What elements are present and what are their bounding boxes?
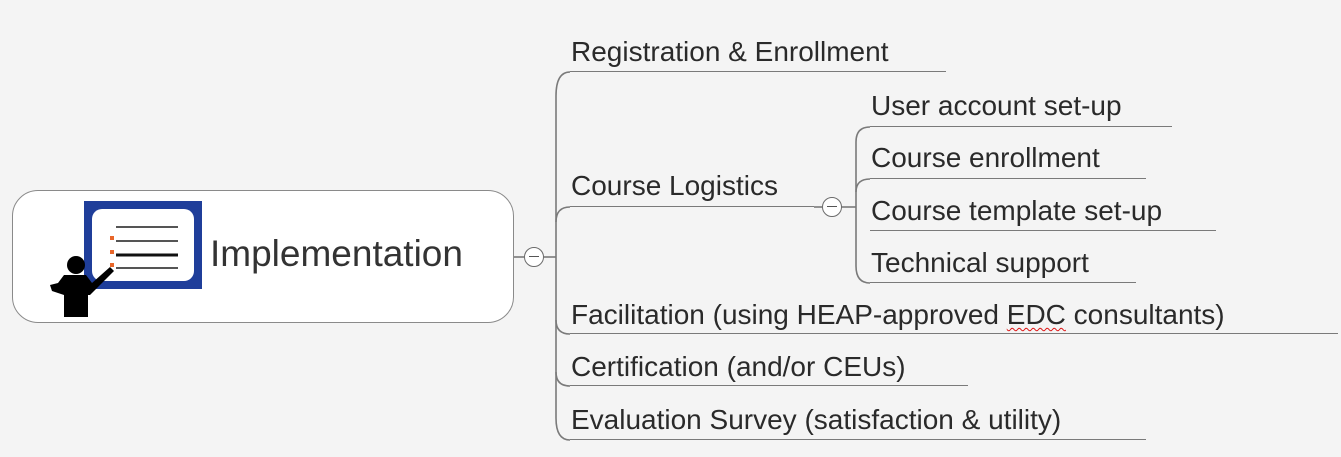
- sub-branch-technical-support[interactable]: Technical support: [871, 247, 1089, 278]
- central-topic-title: Implementation: [210, 233, 463, 274]
- branch-evaluation-survey[interactable]: Evaluation Survey (satisfaction & utilit…: [571, 404, 1062, 435]
- connector-course-enrollment: [855, 178, 871, 193]
- connector-facilitation: [555, 319, 571, 335]
- sub-branch-course-enrollment[interactable]: Course enrollment: [871, 142, 1100, 173]
- presenter-at-whiteboard-icon: [50, 201, 202, 317]
- branch-facilitation[interactable]: Facilitation (using HEAP-approved EDC co…: [571, 301, 1225, 329]
- branch-underline: [570, 206, 814, 207]
- branch-connector-top: [555, 71, 571, 97]
- branch-underline: [570, 71, 946, 72]
- sub-branch-underline: [870, 282, 1136, 283]
- sub-branch-underline: [870, 178, 1146, 179]
- sub-branch-user-account-setup[interactable]: User account set-up: [871, 90, 1122, 121]
- connector-user-account: [855, 126, 871, 143]
- branch-underline: [570, 333, 1338, 334]
- branch-registration-enrollment[interactable]: Registration & Enrollment: [571, 36, 889, 67]
- collapse-toggle-central[interactable]: [524, 247, 544, 267]
- collapse-toggle-course-logistics[interactable]: [822, 197, 842, 217]
- facilitation-label-prefix: Facilitation (using HEAP-approved: [571, 299, 1007, 330]
- spellcheck-flagged-word: EDC: [1006, 299, 1066, 330]
- connector-technical-support: [855, 265, 871, 284]
- branch-connector-bottom: [555, 417, 571, 441]
- branch-course-logistics[interactable]: Course Logistics: [571, 170, 778, 201]
- sub-branch-underline: [870, 230, 1216, 231]
- facilitation-label-suffix: consultants): [1065, 299, 1225, 330]
- sub-branch-course-template-setup[interactable]: Course template set-up: [871, 195, 1163, 226]
- connector-course-logistics: [555, 206, 571, 223]
- branch-certification[interactable]: Certification (and/or CEUs): [571, 351, 906, 382]
- connector-certification: [555, 371, 571, 387]
- branch-underline: [570, 439, 1146, 440]
- sub-branch-underline: [870, 126, 1172, 127]
- branch-underline: [570, 385, 968, 386]
